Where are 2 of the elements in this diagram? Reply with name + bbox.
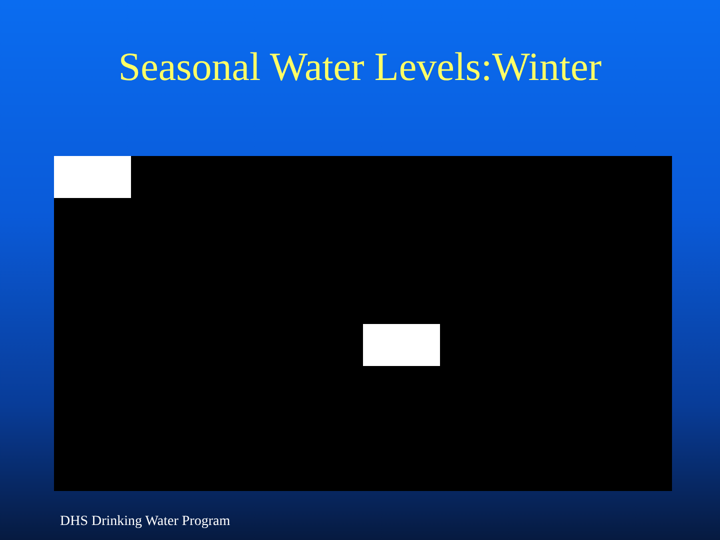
footer-text: DHS Drinking Water Program <box>60 513 230 531</box>
slide-title: Seasonal Water Levels:Winter <box>117 43 603 91</box>
